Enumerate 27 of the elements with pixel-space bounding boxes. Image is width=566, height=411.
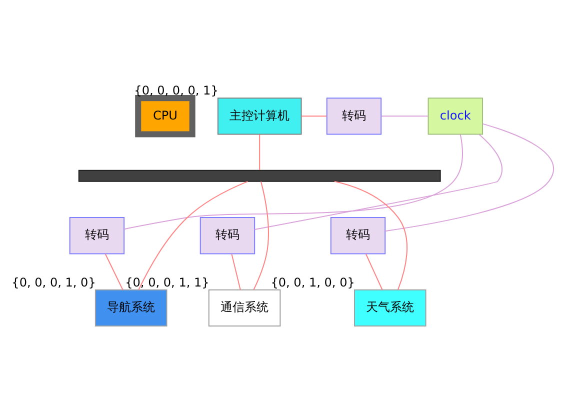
node-box: 通信系统 <box>208 289 281 326</box>
connector <box>124 134 463 230</box>
connector <box>253 181 269 290</box>
connector <box>381 116 428 117</box>
connector <box>334 180 408 290</box>
node-box: 转码 <box>330 217 386 254</box>
node-box: 主控计算机 <box>217 98 302 135</box>
connector <box>385 123 554 232</box>
node-label: {0, 0, 0, 1, 1} <box>125 275 210 290</box>
node-label: {0, 0, 0, 1, 0} <box>12 275 96 290</box>
connector <box>104 254 124 290</box>
node-box: 转码 <box>69 217 125 254</box>
connector <box>254 134 502 230</box>
node-box: clock <box>428 98 483 135</box>
node-label: {0, 0, 1, 0, 0} <box>270 275 355 290</box>
connector <box>302 116 327 117</box>
connector <box>138 180 248 290</box>
node-box: 转码 <box>200 217 256 254</box>
node-label: {0, 0, 0, 0, 1} <box>134 84 218 98</box>
node-bar <box>78 170 441 182</box>
node-box: 导航系统 <box>94 289 168 326</box>
node-box: CPU <box>135 95 196 138</box>
node-box: 转码 <box>326 98 382 135</box>
connector <box>259 134 260 170</box>
connector <box>365 254 383 290</box>
connector <box>231 254 241 290</box>
node-box: 天气系统 <box>354 289 426 326</box>
